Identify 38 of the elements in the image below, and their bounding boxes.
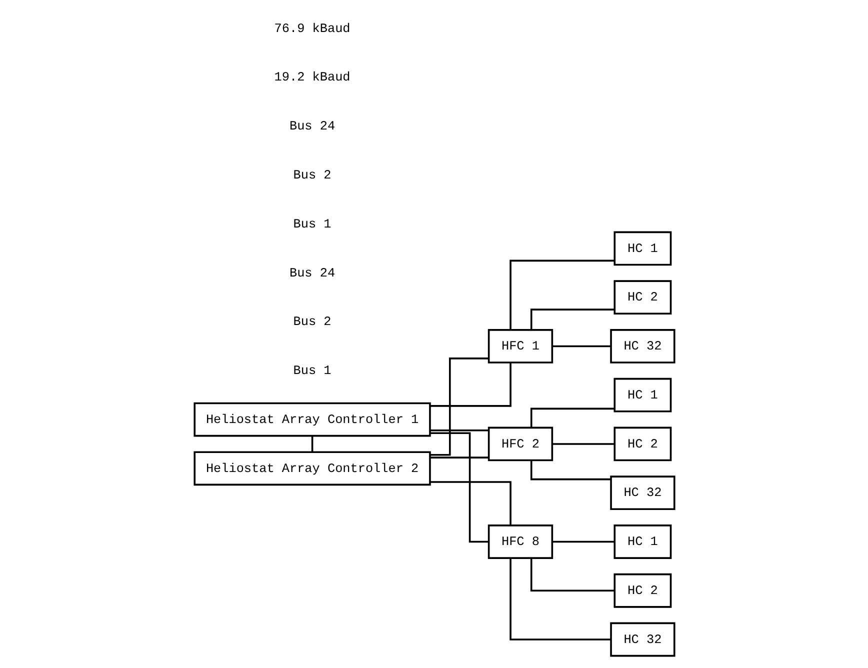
label: Bus 1 [292, 216, 331, 232]
node-box: Heliostat Array Controller 2 [193, 451, 430, 486]
connector [310, 436, 313, 452]
node-box: Heliostat Array Controller 1 [193, 402, 430, 437]
label: Bus 24 [289, 265, 335, 280]
node-box: HC 2 [613, 573, 672, 608]
node-box: HFC 8 [487, 524, 553, 559]
node-box: HC 32 [610, 329, 675, 364]
connector [530, 308, 614, 330]
node-box: HC 1 [613, 524, 672, 559]
node-box: HC 32 [610, 622, 675, 657]
label: Bus 2 [292, 314, 331, 330]
label: 19.2 kBaud [274, 70, 350, 85]
connector [430, 430, 488, 432]
connector [430, 456, 488, 458]
node-box: HFC 2 [487, 426, 553, 462]
connector [430, 358, 488, 456]
connector [530, 408, 614, 428]
connector [552, 540, 614, 543]
connector [430, 432, 488, 543]
connector [552, 345, 610, 348]
label: 76.9 kBaud [274, 20, 350, 36]
node-box: HC 2 [613, 280, 672, 315]
connector [530, 460, 610, 480]
node-box: HC 1 [613, 231, 672, 266]
connector [509, 558, 610, 640]
label: Bus 1 [292, 363, 331, 378]
label: Bus 2 [292, 167, 331, 182]
connector [430, 362, 511, 407]
label: Bus 24 [289, 118, 335, 134]
connector [509, 260, 614, 330]
node-box: HC 1 [613, 378, 672, 412]
connector [430, 481, 511, 526]
connector [552, 443, 614, 445]
connector [530, 558, 614, 592]
node-box: HC 2 [613, 426, 672, 462]
node-box: HC 32 [610, 476, 675, 510]
node-box: HFC 1 [487, 329, 553, 364]
